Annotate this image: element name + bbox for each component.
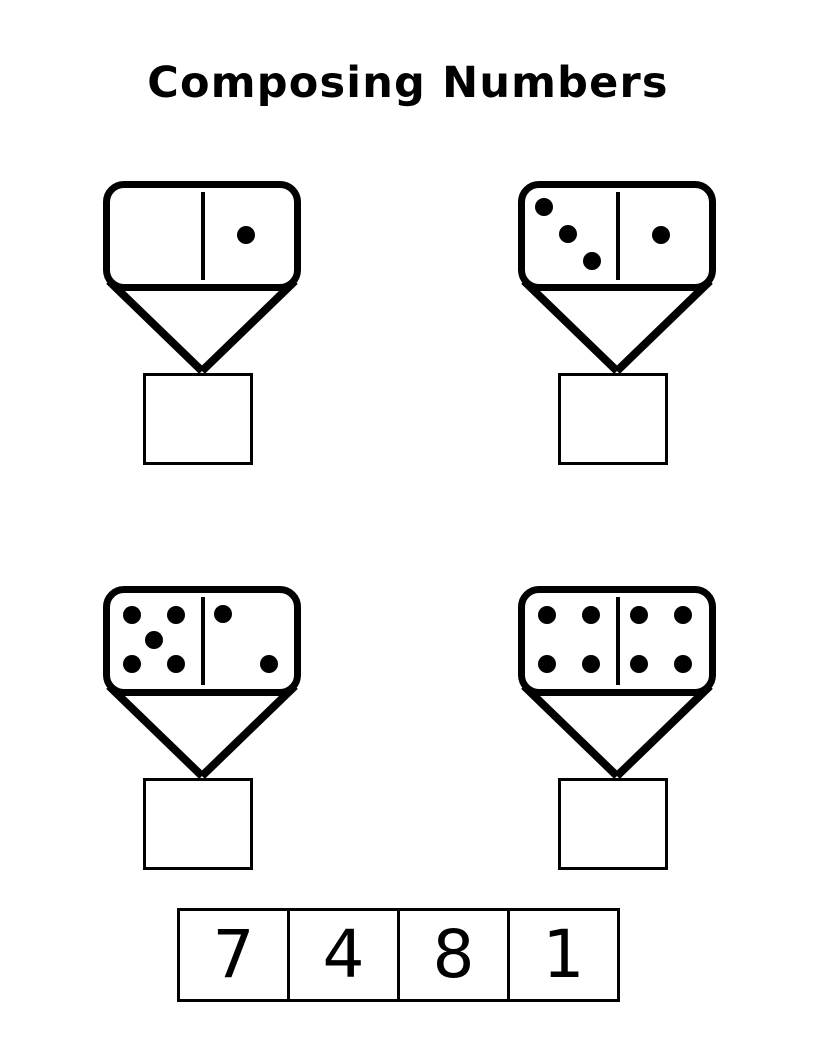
number-bank-value: 8 [432,916,475,993]
domino-3 [103,586,301,696]
number-bank-cell[interactable]: 8 [397,908,510,1002]
domino-half-left [110,188,202,284]
pip [123,655,141,673]
connector-lines [103,279,301,375]
number-bank: 7 4 8 1 [177,908,620,1002]
pip [674,655,692,673]
pip [630,655,648,673]
domino-divider [616,192,620,280]
pip [260,655,278,673]
pip [582,655,600,673]
number-bank-cell[interactable]: 4 [287,908,400,1002]
pip [535,198,553,216]
pip [214,605,232,623]
pip [167,606,185,624]
domino-half-left [525,188,617,284]
answer-box-1[interactable] [143,373,253,465]
number-bank-value: 7 [212,916,255,993]
connector-lines [518,279,716,375]
connector-lines [103,684,301,780]
domino-4 [518,586,716,696]
problem-1 [55,175,355,475]
domino-divider [201,597,205,685]
pip [630,606,648,624]
pip [237,226,255,244]
pip [145,631,163,649]
domino-1 [103,181,301,291]
pip [538,606,556,624]
domino-divider [201,192,205,280]
problem-3 [55,580,355,880]
pip [123,606,141,624]
domino-half-left [525,593,617,689]
page-title: Composing Numbers [147,58,669,108]
number-bank-cell[interactable]: 7 [177,908,290,1002]
domino-half-right [202,593,294,689]
pip [559,225,577,243]
domino-half-right [617,188,709,284]
pip [674,606,692,624]
pip [583,252,601,270]
domino-2 [518,181,716,291]
domino-half-right [617,593,709,689]
pip [582,606,600,624]
pip [652,226,670,244]
domino-divider [616,597,620,685]
answer-box-2[interactable] [558,373,668,465]
answer-box-3[interactable] [143,778,253,870]
domino-half-left [110,593,202,689]
domino-half-right [202,188,294,284]
answer-box-4[interactable] [558,778,668,870]
connector-lines [518,684,716,780]
number-bank-cell[interactable]: 1 [507,908,620,1002]
number-bank-value: 4 [322,916,365,993]
number-bank-value: 1 [542,916,585,993]
pip [167,655,185,673]
problem-4 [470,580,770,880]
pip [538,655,556,673]
problem-2 [470,175,770,475]
